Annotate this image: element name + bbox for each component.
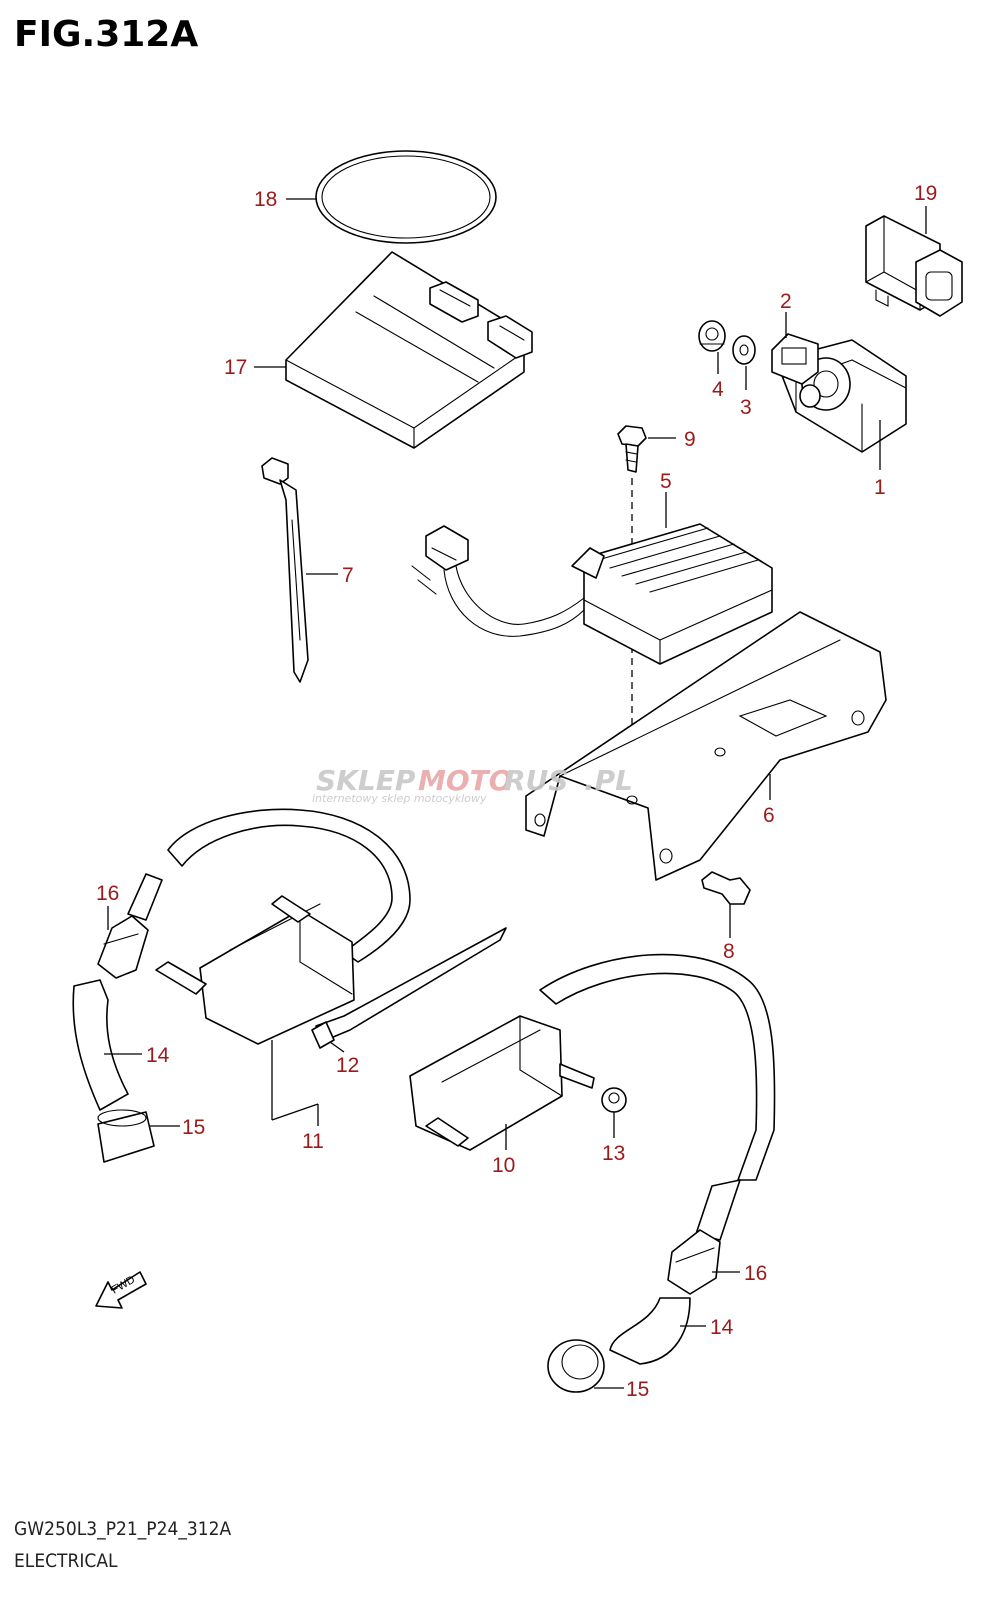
callout-16-right: 16 [744, 1262, 767, 1285]
callout-17: 17 [224, 356, 247, 379]
part-6-bracket [525, 611, 887, 881]
part-5-harness [411, 525, 585, 637]
callout-12: 12 [336, 1054, 359, 1077]
callout-19: 19 [914, 182, 937, 205]
callout-18: 18 [254, 188, 277, 211]
callout-9: 9 [684, 428, 696, 451]
callout-4: 4 [712, 378, 724, 401]
callout-2: 2 [780, 290, 792, 313]
callout-1: 1 [874, 476, 886, 499]
part-14-plug-cap-right [609, 1297, 691, 1365]
part-15-seal-right [547, 1339, 605, 1393]
callout-8: 8 [723, 940, 735, 963]
part-5-regulator-rectifier [571, 523, 773, 665]
figure-title: FIG.312A [14, 14, 199, 55]
watermark-brand-d: .PL [584, 764, 633, 797]
callout-13: 13 [602, 1142, 625, 1165]
part-14-plug-cap-left [72, 979, 129, 1111]
part-10-ignition-coil [409, 953, 776, 1241]
part-11-ignition-coil [127, 808, 411, 1045]
part-8-bolt [701, 871, 751, 905]
part-17-ecm [285, 251, 533, 449]
part-12-clamp [311, 927, 507, 1049]
part-18-o-ring [315, 150, 497, 244]
callout-11: 11 [302, 1130, 324, 1153]
part-13-nut [601, 1087, 627, 1113]
part-4-nut [698, 320, 726, 352]
callout-14-right: 14 [710, 1316, 734, 1339]
callout-10: 10 [492, 1154, 515, 1177]
part-2-relay-connector [771, 333, 819, 385]
callout-6: 6 [763, 804, 775, 827]
part-16-plug-cap-right [667, 1229, 721, 1295]
watermark-tagline: internetowy sklep motocyklowy [312, 792, 487, 805]
part-7-clamp [261, 457, 309, 683]
part-9-bolt [617, 425, 647, 473]
model-code: GW250L3_P21_P24_312A [14, 1518, 232, 1540]
fwd-arrow-icon: FWD [95, 1271, 147, 1309]
callout-3: 3 [740, 396, 752, 419]
part-15-seal-left [97, 1109, 155, 1163]
watermark-brand-a: SKLEP [316, 764, 416, 797]
callout-15-left: 15 [182, 1116, 205, 1139]
leader-lines [104, 198, 927, 1389]
callouts: 18 17 19 2 4 3 1 9 5 7 6 8 16 14 15 12 1… [96, 182, 937, 1401]
section-name: ELECTRICAL [14, 1550, 118, 1572]
callout-16-left: 16 [96, 882, 119, 905]
part-16-plug-cap-left [97, 915, 149, 979]
watermark-brand-b: MOTO [418, 764, 513, 797]
watermark: SKLEP MOTO RUS .PL internetowy sklep mot… [312, 764, 633, 805]
watermark-brand-c: RUS [504, 764, 568, 797]
part-19-coupler [865, 215, 963, 317]
part-3-washer [732, 335, 756, 365]
callout-7: 7 [342, 564, 354, 587]
callout-14-left: 14 [146, 1044, 170, 1067]
callout-15-right: 15 [626, 1378, 649, 1401]
callout-5: 5 [660, 470, 672, 493]
